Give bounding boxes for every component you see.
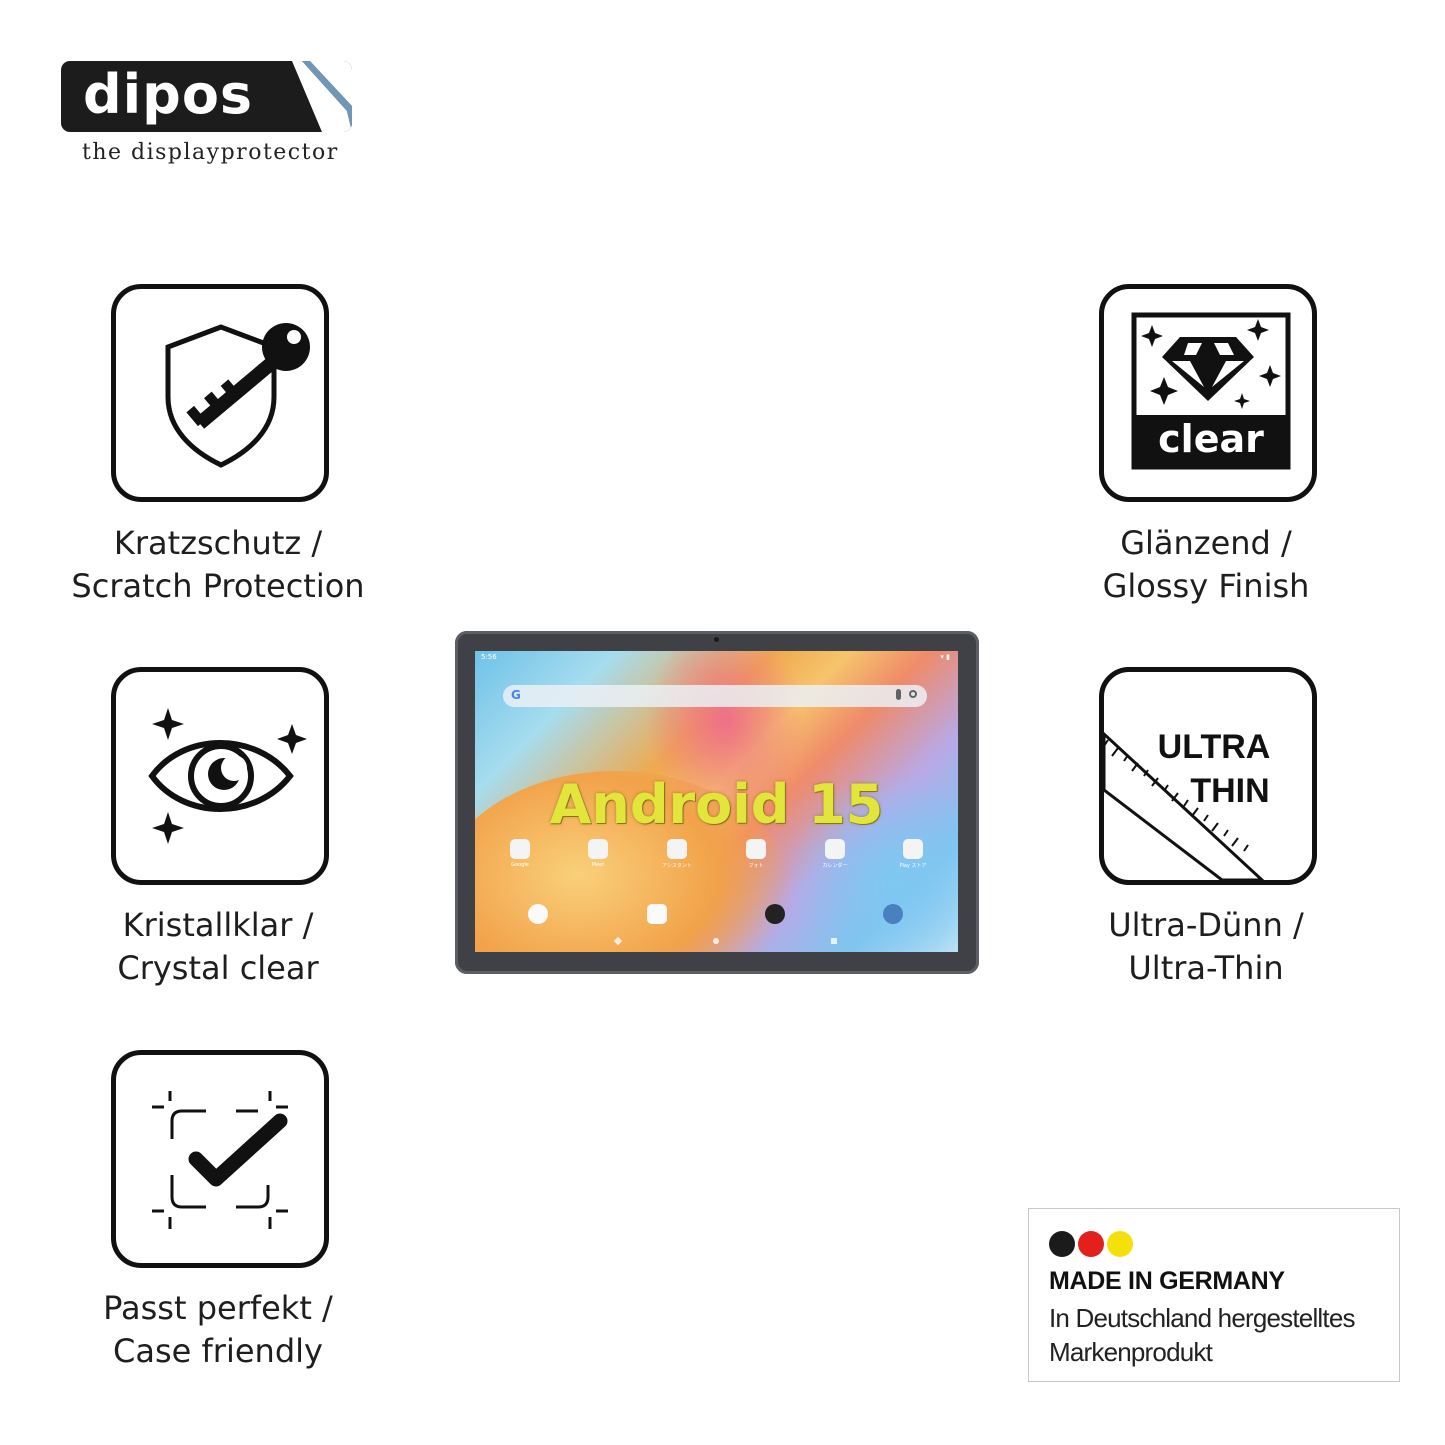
eye-sparkle-icon xyxy=(148,708,307,844)
caption-line-en: Scratch Protection xyxy=(71,567,365,605)
flag-dot-red xyxy=(1078,1231,1104,1257)
flag-dot-gold xyxy=(1107,1231,1133,1257)
logo-box: dipos xyxy=(61,61,352,132)
caption-line-de: Kristallklar / xyxy=(122,906,314,944)
made-in-germany-badge: MADE IN GERMANY In Deutschland hergestel… xyxy=(1028,1208,1400,1382)
front-camera xyxy=(714,637,719,642)
caption-line-de: Kratzschutz / xyxy=(113,524,323,562)
mic-icon[interactable] xyxy=(896,689,901,700)
scratch-protection-icon-box xyxy=(111,284,329,502)
crystal-clear-icon-box xyxy=(111,667,329,885)
app-google[interactable] xyxy=(510,839,530,859)
scratch-protection-caption: Kratzschutz / Scratch Protection xyxy=(38,522,398,608)
badge-title: MADE IN GERMANY xyxy=(1049,1267,1285,1295)
caption-line-de: Passt perfekt / xyxy=(103,1289,333,1327)
logo-wordmark: dipos xyxy=(83,63,254,126)
youtube-icon[interactable] xyxy=(647,904,667,924)
ultra-label: ULTRA xyxy=(1157,728,1271,766)
app-label: カレンダー xyxy=(822,863,848,869)
android-title: Android 15 xyxy=(549,773,884,836)
camera-app-icon[interactable] xyxy=(765,904,785,924)
status-icons: ▾ ▮ xyxy=(940,653,950,661)
caption-line-en: Crystal clear xyxy=(117,949,319,987)
app-assistant[interactable] xyxy=(667,839,687,859)
caption-line-en: Ultra-Thin xyxy=(1128,949,1284,987)
badge-subtitle-line2: Markenprodukt xyxy=(1049,1337,1213,1367)
case-friendly-icon-box xyxy=(111,1050,329,1268)
diamond-clear-icon xyxy=(1131,312,1291,470)
clear-label: clear xyxy=(1158,417,1264,461)
lens-icon[interactable] xyxy=(909,690,917,698)
badge-subtitle-line1: In Deutschland hergestelltes xyxy=(1049,1303,1355,1333)
page-corner-icon xyxy=(292,61,352,132)
status-time: 5:56 xyxy=(481,653,497,661)
caption-line-en: Case friendly xyxy=(113,1332,323,1370)
thin-label: THIN xyxy=(1190,772,1270,810)
nav-recents-icon[interactable] xyxy=(831,938,837,944)
app-play-store[interactable] xyxy=(903,839,923,859)
google-search-bar[interactable]: G xyxy=(503,685,927,707)
caption-line-de: Glänzend / xyxy=(1120,524,1292,562)
caption-line-en: Glossy Finish xyxy=(1102,567,1310,605)
glossy-finish-icon-box: clear xyxy=(1099,284,1317,502)
logo-tagline: the displayprotector xyxy=(82,140,339,165)
shield-key-icon xyxy=(165,323,310,468)
nav-home-icon[interactable] xyxy=(713,938,719,944)
app-label: Meet xyxy=(591,862,605,868)
app-label: Google xyxy=(511,862,529,868)
app-photos[interactable] xyxy=(746,839,766,859)
google-logo: G xyxy=(511,688,521,702)
ultra-thin-caption: Ultra-Dünn / Ultra-Thin xyxy=(1026,904,1386,990)
app-label: アシスタント xyxy=(662,863,692,869)
app-label: Play ストア xyxy=(899,863,927,869)
tablet-screen: 5:56 ▾ ▮ G Android 15 Google Meet アシスタント… xyxy=(475,651,958,952)
glossy-finish-caption: Glänzend / Glossy Finish xyxy=(1026,522,1386,608)
app-label: フォト xyxy=(748,863,764,869)
caption-line-de: Ultra-Dünn / xyxy=(1108,906,1304,944)
flag-dot-black xyxy=(1049,1231,1075,1257)
crystal-clear-caption: Kristallklar / Crystal clear xyxy=(38,904,398,990)
dipos-logo: dipos the displayprotector xyxy=(60,60,360,180)
app-calendar[interactable] xyxy=(825,839,845,859)
chrome-icon[interactable] xyxy=(528,904,548,924)
tablet-device: 5:56 ▾ ▮ G Android 15 Google Meet アシスタント… xyxy=(455,631,979,974)
ultra-thin-icon-box: ULTRA THIN xyxy=(1099,667,1317,885)
ultra-thin-ruler-icon xyxy=(1104,731,1265,880)
badge-subtitle: In Deutschland hergestelltes Markenprodu… xyxy=(1049,1301,1355,1369)
frame-check-icon xyxy=(152,1091,288,1229)
app-meet[interactable] xyxy=(588,839,608,859)
case-friendly-caption: Passt perfekt / Case friendly xyxy=(38,1287,398,1373)
settings-icon[interactable] xyxy=(883,904,903,924)
